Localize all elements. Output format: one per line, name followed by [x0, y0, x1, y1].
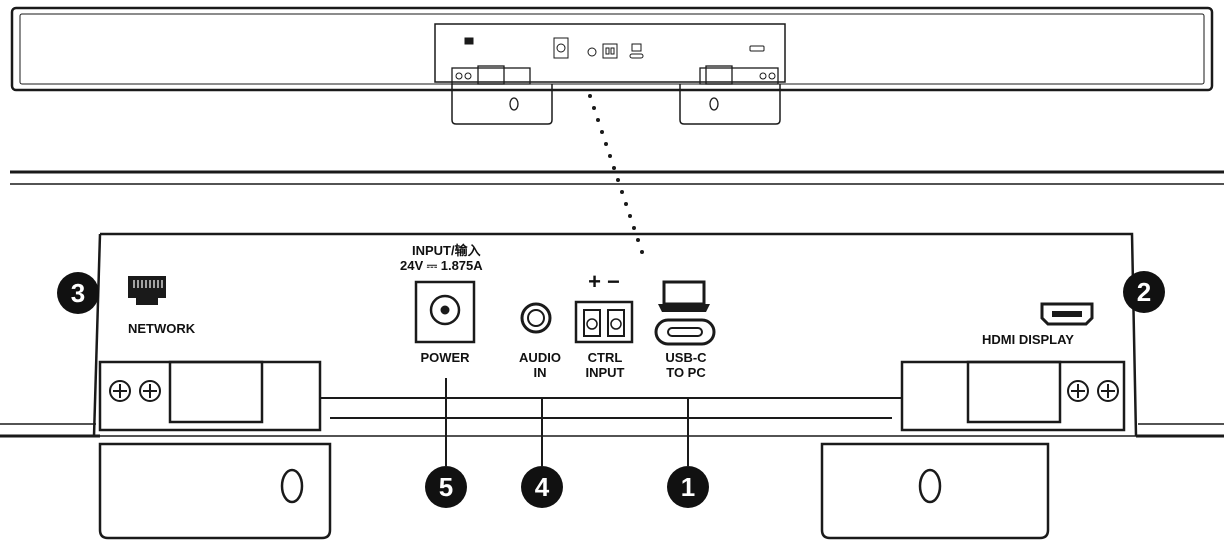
network-label: NETWORK: [128, 321, 196, 336]
overview-usb-port: [629, 53, 644, 59]
callout-usb-c-number: 1: [681, 472, 695, 502]
audio-label-line1: AUDIO: [519, 350, 561, 365]
overview-hdmi-port: [749, 45, 765, 52]
laptop-icon: [658, 280, 710, 312]
power-input-label: INPUT/输入: [412, 243, 481, 258]
zoomed-panel: [0, 170, 1224, 540]
callout-hdmi: 2: [1123, 271, 1165, 313]
hdmi-label: HDMI DISPLAY: [982, 332, 1074, 347]
soundbar-overview: [10, 6, 1214, 125]
soundbar-body: [10, 6, 1214, 92]
audio-label-line2: IN: [534, 365, 547, 380]
right-mounting-bracket: [820, 360, 1126, 540]
audio-in-jack: [520, 302, 552, 334]
power-label: POWER: [420, 350, 470, 365]
overview-audio-port: [587, 47, 597, 57]
network-port-icon: [128, 276, 166, 305]
callout-usb-c: 1: [667, 466, 709, 508]
overview-left-bracket: [451, 65, 553, 125]
ctrl-label-line1: CTRL: [588, 350, 623, 365]
callout-power: 5: [425, 466, 467, 508]
callout-hdmi-number: 2: [1137, 277, 1151, 307]
callout-audio: 4: [521, 466, 563, 508]
overview-rear-panel: [434, 23, 786, 83]
power-port: [414, 280, 476, 344]
callouts: 3 2 5 4 1: [57, 271, 1165, 508]
overview-usb-icon: [631, 43, 642, 52]
power-rating-label: 24V ⎓ 1.875A: [400, 258, 483, 273]
left-mounting-bracket: [98, 360, 332, 540]
usb-label-line1: USB-C: [665, 350, 707, 365]
overview-right-bracket: [679, 65, 781, 125]
usb-c-port: [654, 318, 716, 346]
overview-ctrl-port: [602, 43, 618, 59]
usb-label-line2: TO PC: [666, 365, 706, 380]
overview-power-port: [553, 37, 569, 59]
callout-power-number: 5: [439, 472, 453, 502]
soundbar-inner-edge: [19, 13, 1205, 85]
ctrl-label-line2: INPUT: [586, 365, 625, 380]
ctrl-input-terminal: [574, 300, 634, 344]
callout-network-number: 3: [71, 278, 85, 308]
overview-network-port: [464, 37, 474, 45]
panel-outline-right: [100, 232, 1138, 437]
callout-audio-number: 4: [535, 472, 550, 502]
zoom-dotted-line: [588, 94, 644, 254]
hdmi-port: [1040, 302, 1094, 326]
callout-network: 3: [57, 272, 99, 314]
ctrl-polarity-label: + −: [588, 269, 620, 294]
panel-outline-left: [92, 233, 102, 437]
port-labels: INPUT/输入 24V ⎓ 1.875A POWER AUDIO IN + −…: [128, 243, 1074, 380]
overview-ports: [464, 37, 765, 59]
